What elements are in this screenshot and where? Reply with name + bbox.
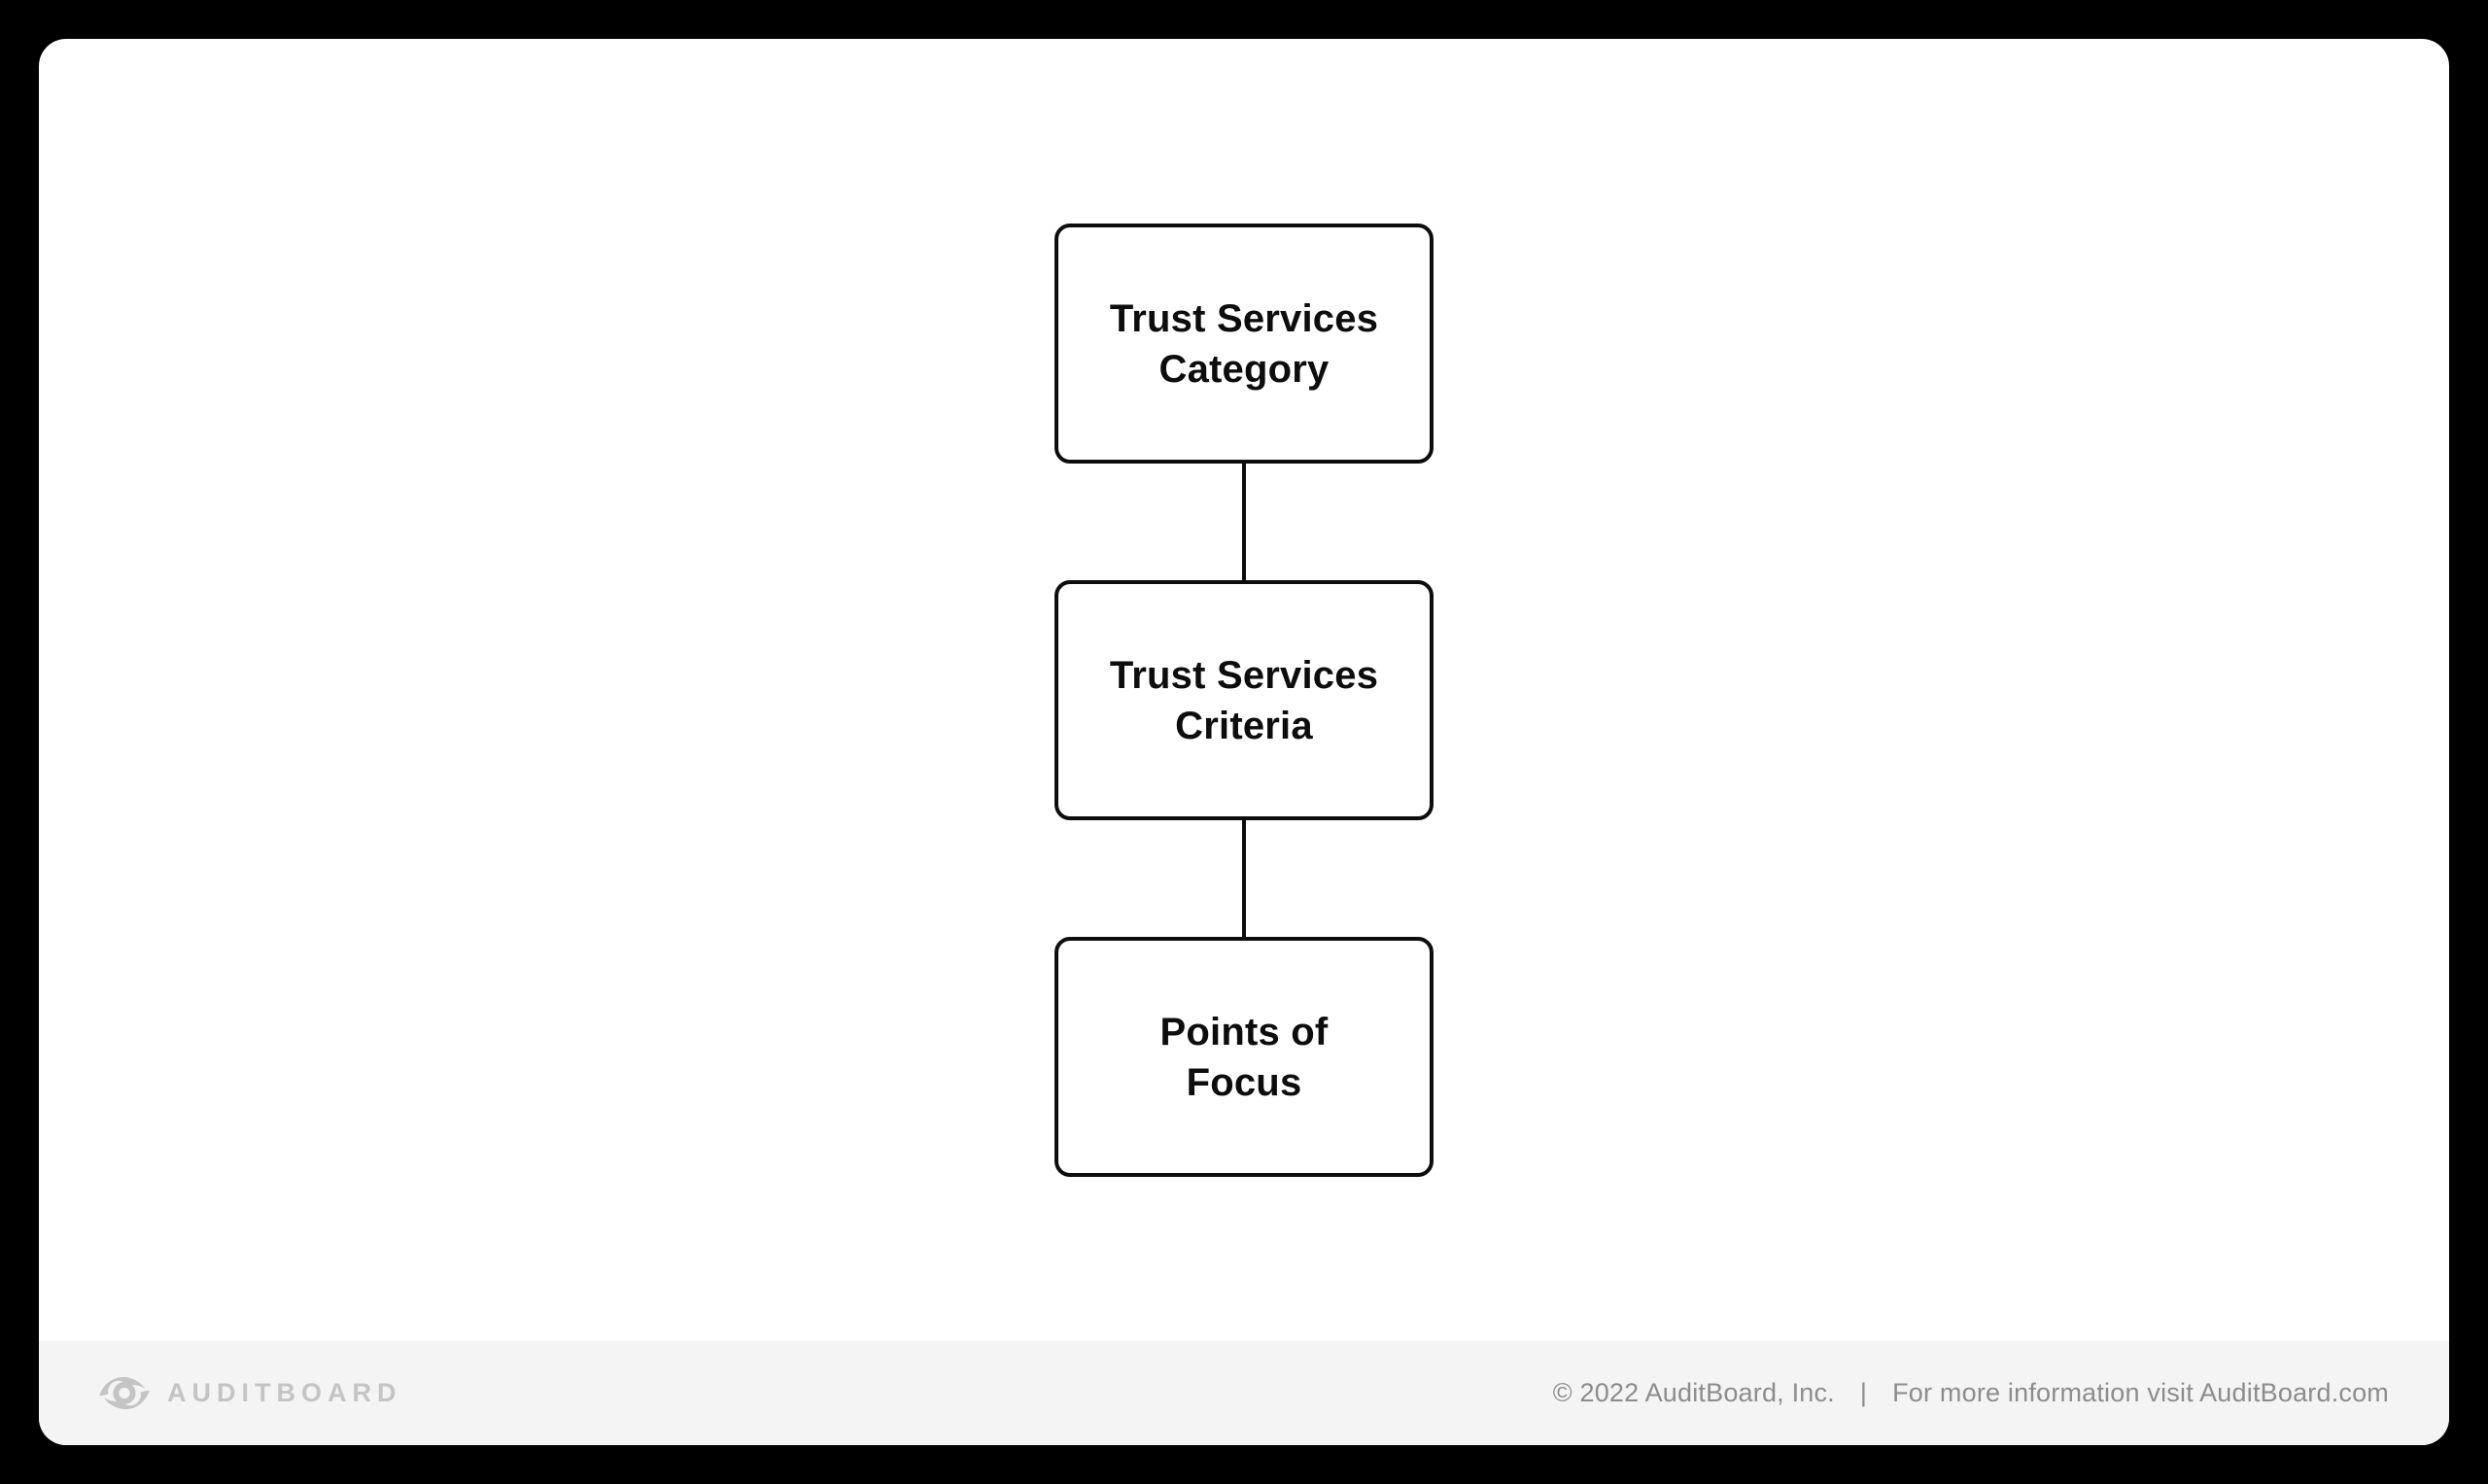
auditboard-eye-icon	[97, 1372, 152, 1414]
footer-info-text: For more information visit AuditBoard.co…	[1892, 1378, 2389, 1407]
node-label-line: Trust Services	[1109, 296, 1379, 340]
node-label-line: Trust Services	[1109, 653, 1379, 697]
connector-category-to-criteria	[1242, 464, 1246, 580]
node-label-line: Focus	[1186, 1060, 1302, 1104]
trust-services-hierarchy-diagram: Trust Services Category Trust Services C…	[39, 224, 2449, 1177]
footer-separator: |	[1859, 1378, 1868, 1407]
slide-canvas: Trust Services Category Trust Services C…	[39, 39, 2449, 1445]
node-label-line: Category	[1158, 347, 1330, 391]
connector-criteria-to-points	[1242, 820, 1246, 937]
footer-bar: AUDITBOARD © 2022 AuditBoard, Inc. | For…	[39, 1341, 2449, 1445]
node-trust-services-criteria: Trust Services Criteria	[1054, 580, 1434, 820]
node-trust-services-category: Trust Services Category	[1054, 224, 1434, 464]
node-points-of-focus: Points of Focus	[1054, 937, 1434, 1177]
copyright-text: © 2022 AuditBoard, Inc.	[1552, 1378, 1835, 1407]
node-label-line: Points of	[1159, 1010, 1329, 1053]
auditboard-wordmark: AUDITBOARD	[167, 1378, 402, 1407]
footer-legal: © 2022 AuditBoard, Inc. | For more infor…	[1553, 1378, 2389, 1408]
auditboard-logo: AUDITBOARD	[97, 1372, 402, 1414]
node-label-line: Criteria	[1175, 704, 1313, 747]
